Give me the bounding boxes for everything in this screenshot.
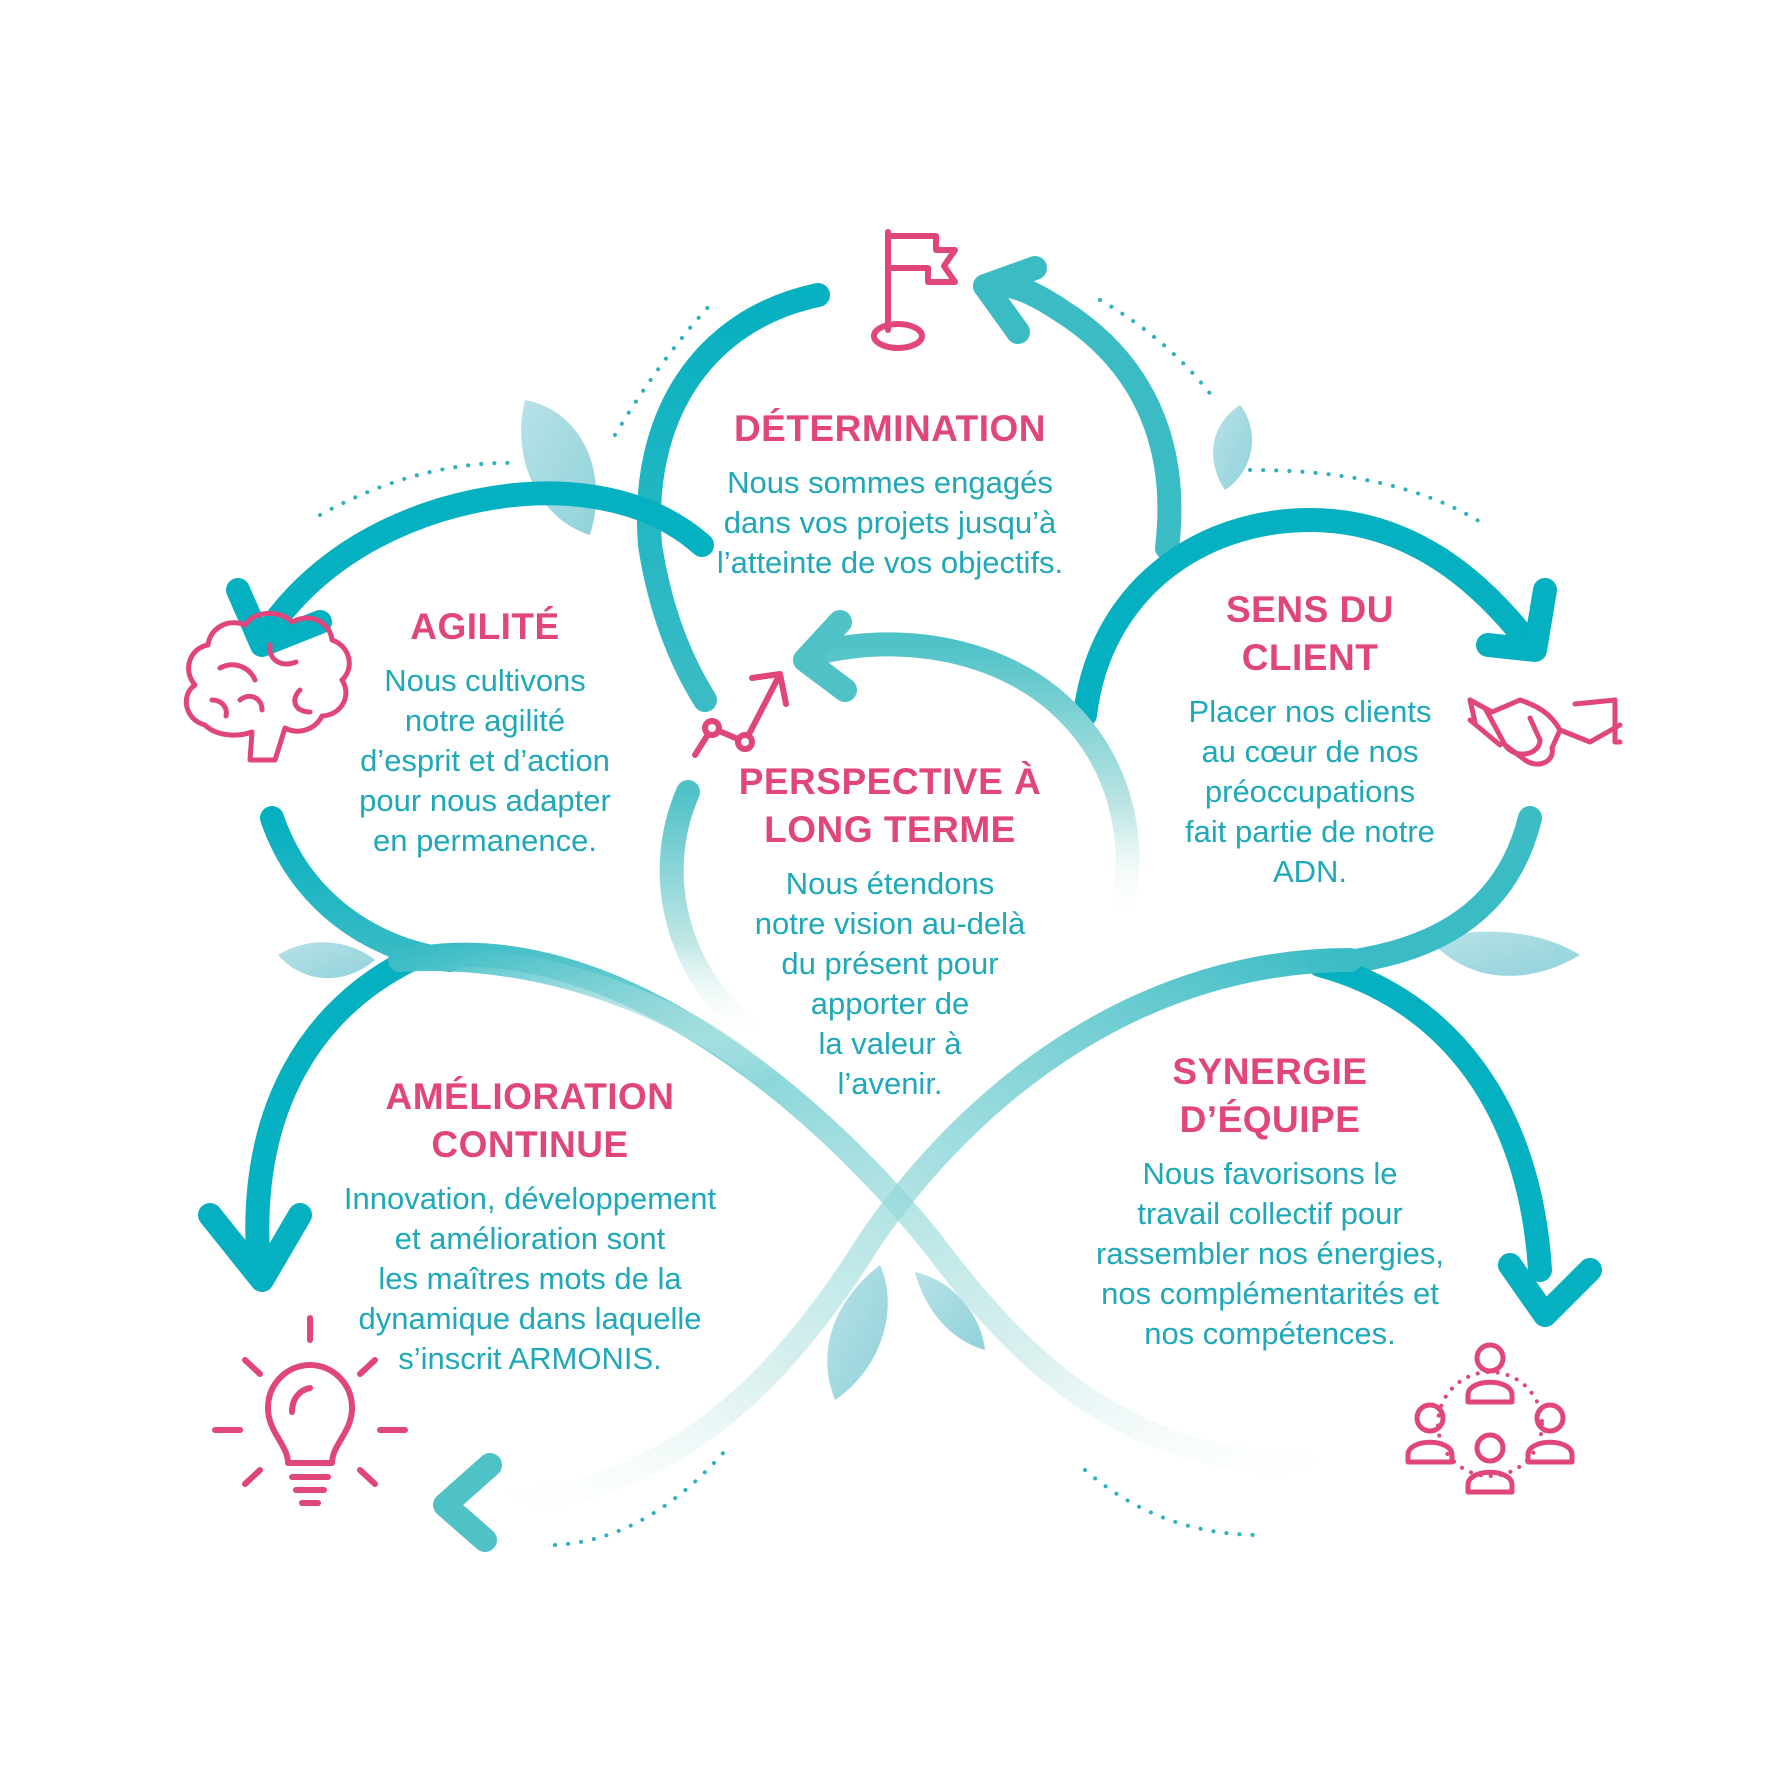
determination-description: Nous sommes engagés dans vos projets jus…: [680, 463, 1100, 583]
flag-icon: [874, 232, 955, 348]
sens-client-title: SENS DU CLIENT: [1150, 586, 1470, 682]
leaf-decoration: [278, 942, 375, 978]
perspective-title: PERSPECTIVE À LONG TERME: [720, 758, 1060, 854]
handshake-icon: [1470, 700, 1620, 764]
agilite-block: AGILITÉ Nous cultivons notre agilité d’e…: [320, 603, 650, 861]
synergie-block: SYNERGIE D’ÉQUIPE Nous favorisons le tra…: [1060, 1048, 1480, 1354]
amelioration-title: AMÉLIORATION CONTINUE: [300, 1073, 760, 1169]
determination-block: DÉTERMINATION Nous sommes engagés dans v…: [680, 405, 1100, 583]
amelioration-description: Innovation, développement et amélioratio…: [300, 1179, 760, 1379]
determination-title: DÉTERMINATION: [680, 405, 1100, 453]
agilite-title: AGILITÉ: [320, 603, 650, 651]
leaf-decoration: [521, 400, 596, 535]
leaf-decoration: [1213, 405, 1252, 490]
sens-client-block: SENS DU CLIENT Placer nos clients au cœu…: [1150, 586, 1470, 892]
synergie-title: SYNERGIE D’ÉQUIPE: [1060, 1048, 1480, 1144]
agilite-description: Nous cultivons notre agilité d’esprit et…: [320, 661, 650, 861]
perspective-description: Nous étendons notre vision au-delà du pr…: [720, 864, 1060, 1104]
team-icon: [1408, 1345, 1572, 1492]
sens-client-description: Placer nos clients au cœur de nos préocc…: [1150, 692, 1470, 892]
amelioration-block: AMÉLIORATION CONTINUE Innovation, dévelo…: [300, 1073, 760, 1379]
perspective-block: PERSPECTIVE À LONG TERME Nous étendons n…: [720, 758, 1060, 1104]
synergie-description: Nous favorisons le travail collectif pou…: [1060, 1154, 1480, 1354]
